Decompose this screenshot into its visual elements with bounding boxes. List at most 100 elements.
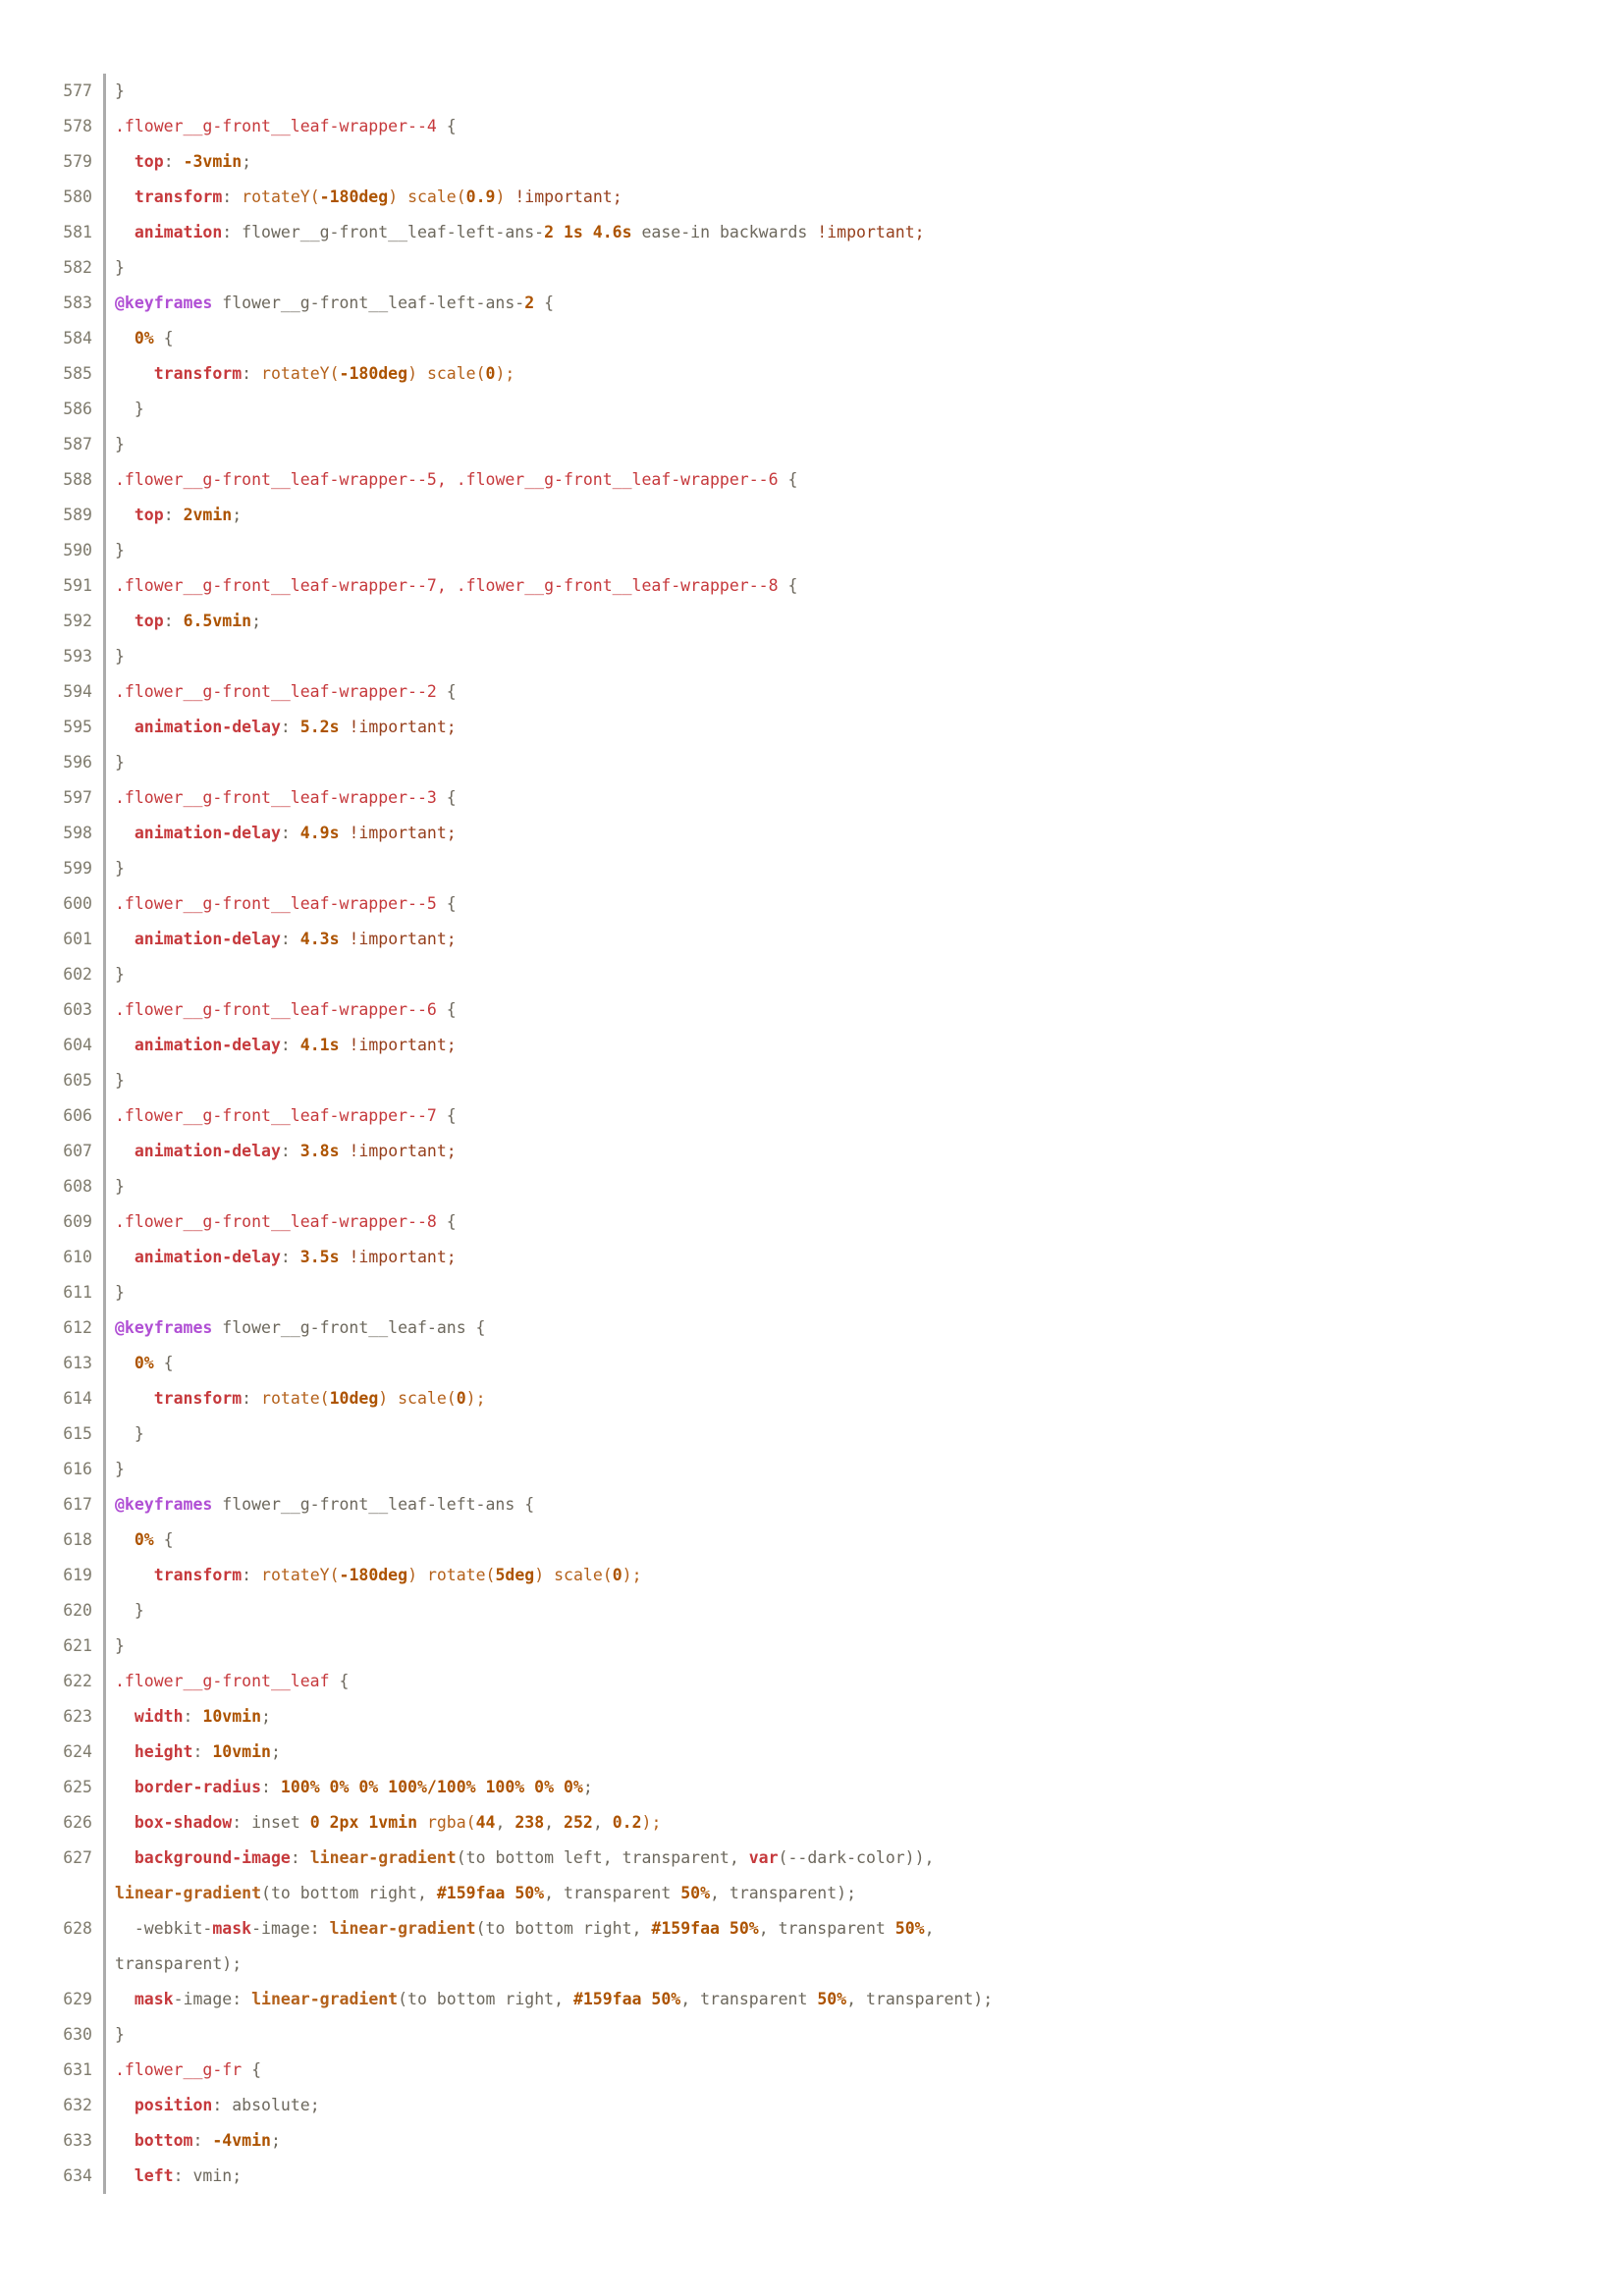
line-number: 614 [0, 1381, 106, 1416]
line-number: 579 [0, 144, 106, 180]
code-token-number: 2 [544, 223, 555, 241]
code-line: 604 animation-delay: 4.1s !important; [0, 1028, 1623, 1063]
line-number: 625 [0, 1770, 106, 1805]
code-token-plain: : [192, 2131, 213, 2150]
code-line-content: width: 10vmin; [106, 1699, 271, 1735]
code-token-property: left [134, 2166, 174, 2185]
code-line-content: .flower__g-fr { [106, 2053, 261, 2088]
code-line: 627 background-image: linear-gradient(to… [0, 1841, 1623, 1876]
code-token-plain [115, 612, 135, 630]
code-line-content: } [106, 1452, 125, 1487]
code-line-content: -webkit-mask-image: linear-gradient(to b… [106, 1911, 935, 1947]
code-token-plain [358, 1813, 368, 1832]
code-token-plain: } [115, 1283, 125, 1302]
code-token-plain: -image [251, 1919, 310, 1938]
code-token-plain: : [280, 718, 300, 736]
code-line: 621} [0, 1629, 1623, 1664]
code-line: 629 mask-image: linear-gradient(to botto… [0, 1982, 1623, 2017]
code-token-selector: .flower__g-front__leaf-wrapper--7, [115, 576, 447, 595]
code-line-content: bottom: -4vmin; [106, 2123, 281, 2159]
code-token-number: 0 [485, 364, 496, 383]
code-line: 590} [0, 533, 1623, 568]
code-token-plain: inset [251, 1813, 310, 1832]
code-token-number: 50% [514, 1884, 545, 1902]
code-token-plain: ; [232, 506, 243, 524]
code-token-plain: : [280, 1248, 300, 1266]
line-number: 577 [0, 74, 106, 109]
code-token-number: 0 [456, 1389, 466, 1408]
line-number: 617 [0, 1487, 106, 1522]
code-line-content: mask-image: linear-gradient(to bottom ri… [106, 1982, 993, 2017]
code-line: 586 } [0, 392, 1623, 427]
line-number: 597 [0, 780, 106, 816]
code-token-number: 50% [894, 1919, 925, 1938]
code-line-content: transform: rotateY(-180deg) scale(0.9) !… [106, 180, 622, 215]
code-line: 597.flower__g-front__leaf-wrapper--3 { [0, 780, 1623, 816]
code-line: 577} [0, 74, 1623, 109]
code-token-plain [115, 1530, 135, 1549]
line-number: 634 [0, 2159, 106, 2194]
code-token-number: 0.9 [465, 187, 496, 206]
code-token-property: top [134, 612, 164, 630]
code-token-plain: ; [251, 612, 262, 630]
code-line: 618 0% { [0, 1522, 1623, 1558]
code-token-plain: { [436, 117, 457, 135]
code-token-plain [554, 223, 564, 241]
line-number: 588 [0, 462, 106, 498]
code-token-plain: , [592, 1813, 613, 1832]
code-token-plain: : [280, 930, 300, 948]
code-token-selector: .flower__g-front__leaf-wrapper--4 [115, 117, 437, 135]
code-token-number: #159faa [572, 1990, 642, 2008]
code-token-function-bold: linear-gradient [251, 1990, 399, 2008]
code-line-content: border-radius: 100% 0% 0% 100%/100% 100%… [106, 1770, 593, 1805]
code-line: 626 box-shadow: inset 0 2px 1vmin rgba(4… [0, 1805, 1623, 1841]
code-line-content: } [106, 1275, 125, 1310]
line-number: 598 [0, 816, 106, 851]
code-token-plain: } [115, 859, 125, 878]
code-line: 594.flower__g-front__leaf-wrapper--2 { [0, 674, 1623, 710]
code-line: 608} [0, 1169, 1623, 1204]
code-token-number: -4vmin [212, 2131, 271, 2150]
code-token-property: animation-delay [134, 824, 281, 842]
code-token-plain: , transparent); [846, 1990, 994, 2008]
line-number: 631 [0, 2053, 106, 2088]
line-number: 581 [0, 215, 106, 250]
code-line: 631.flower__g-fr { [0, 2053, 1623, 2088]
code-token-plain: flower__g-front__leaf-left-ans- [212, 294, 525, 312]
code-token-plain: ; [270, 1742, 281, 1761]
code-token-important: !important; [514, 187, 622, 206]
code-token-plain: } [115, 435, 125, 454]
code-line-content: left: vmin; [106, 2159, 242, 2194]
code-line: 584 0% { [0, 321, 1623, 356]
line-number: 612 [0, 1310, 106, 1346]
code-line-content: } [106, 639, 125, 674]
code-token-number: 4.6s [592, 223, 632, 241]
code-token-number: 1s [563, 223, 583, 241]
code-token-plain: ; [270, 2131, 281, 2150]
line-number: 623 [0, 1699, 106, 1735]
code-token-plain [115, 1707, 135, 1726]
code-token-number: #159faa [651, 1919, 720, 1938]
code-token-number: 0% [134, 329, 154, 347]
code-token-plain: (to bottom right, [475, 1919, 652, 1938]
code-token-number: 0 [309, 1813, 320, 1832]
code-token-plain [417, 1813, 427, 1832]
code-token-plain: } [115, 400, 144, 418]
line-number: 632 [0, 2088, 106, 2123]
code-token-plain: { [153, 1530, 174, 1549]
code-token-selector: .flower__g-front__leaf-wrapper--3 [115, 788, 437, 807]
code-token-number: 3.8s [299, 1142, 340, 1160]
code-token-property: bottom [134, 2131, 193, 2150]
code-token-plain: { [436, 1000, 457, 1019]
code-line-content: } [106, 851, 125, 886]
code-line-content: top: 6.5vmin; [106, 604, 261, 639]
code-token-number: 1vmin [368, 1813, 417, 1832]
code-token-important: !important; [349, 1036, 457, 1054]
code-line: 595 animation-delay: 5.2s !important; [0, 710, 1623, 745]
code-token-plain: { [534, 294, 555, 312]
code-line: 619 transform: rotateY(-180deg) rotate(5… [0, 1558, 1623, 1593]
code-token-plain: { [436, 1106, 457, 1125]
code-token-plain: } [115, 1636, 125, 1655]
code-token-number: -180deg [339, 1566, 408, 1584]
